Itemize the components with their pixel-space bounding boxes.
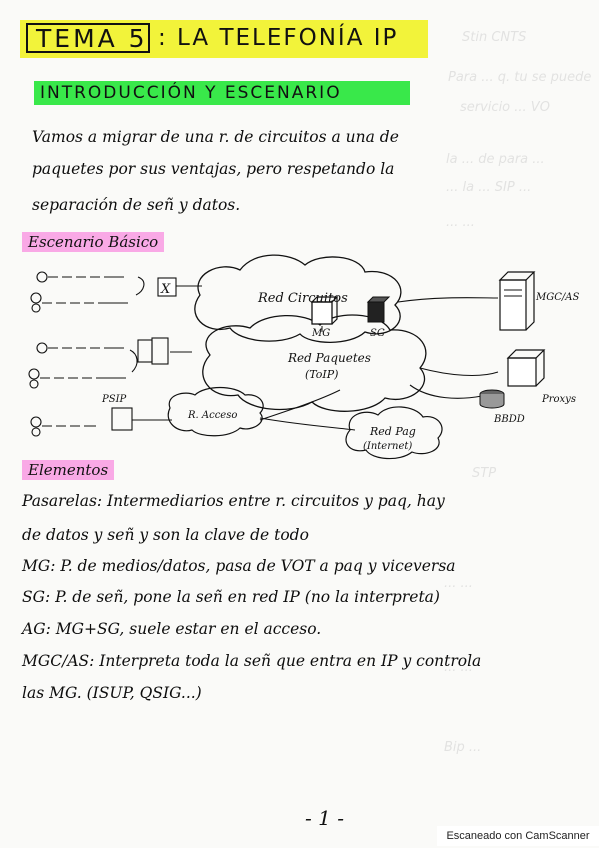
elementos-line: las MG. (ISUP, QSIG...) — [22, 684, 202, 702]
page-title: TEMA 5 : LA TELEFONÍA IP — [20, 20, 428, 58]
intro-line: separación de señ y datos. — [32, 196, 241, 214]
label-mgc: MGC/AS — [535, 292, 579, 303]
intro-line: paquetes por sus ventajas, pero respetan… — [32, 160, 395, 178]
section-subtitle: INTRODUCCIÓN Y ESCENARIO — [34, 81, 410, 105]
escenario-heading: Escenario Básico — [22, 232, 165, 252]
intro-line: Vamos a migrar de una r. de circuitos a … — [32, 128, 399, 146]
phone-group-1 — [30, 271, 177, 313]
phone-group-2 — [28, 337, 192, 389]
label-red-pag: Red Pag — [369, 425, 416, 438]
page-number: - 1 - — [305, 806, 344, 830]
cloud-red-circuitos — [194, 254, 402, 343]
elementos-line: SG: P. de señ, pone la señ en red IP (no… — [22, 588, 440, 606]
elementos-line: MG: P. de medios/datos, pasa de VOT a pa… — [22, 557, 456, 575]
label-sg: SG — [370, 328, 385, 339]
phone-psip — [30, 407, 172, 437]
label-proxys: Proxys — [541, 394, 576, 405]
label-red-circuitos: Red Circuitos — [257, 291, 348, 306]
title-text: : LA TELEFONÍA IP — [158, 25, 399, 51]
label-mg: MG — [311, 328, 330, 339]
mg-gateway-icon — [311, 301, 333, 325]
elementos-heading: Elementos — [22, 460, 115, 480]
cloud-red-pag — [345, 406, 443, 460]
proxys-server-icon — [507, 357, 537, 387]
network-diagram: Red Circuitos Red Paquetes (ToIP) R. Acc… — [28, 254, 579, 460]
mgc-server-icon — [499, 279, 527, 331]
elementos-line: Pasarelas: Intermediarios entre r. circu… — [22, 492, 445, 510]
x-mark: X — [160, 282, 171, 297]
scanner-watermark: Escaneado con CamScanner — [437, 826, 599, 846]
title-tema-box: TEMA 5 — [26, 23, 150, 53]
label-red-paquetes: Red Paquetes — [287, 351, 371, 365]
elementos-line: MGC/AS: Interpreta toda la señ que entra… — [22, 652, 482, 670]
label-red-acceso: R. Acceso — [187, 410, 237, 421]
cloud-red-acceso — [167, 386, 264, 437]
label-bbdd: BBDD — [493, 414, 525, 425]
label-red-paquetes-sub: (ToIP) — [305, 368, 338, 381]
sg-gateway-icon — [367, 301, 385, 323]
label-psip: PSIP — [101, 394, 127, 405]
label-red-pag-sub: (Internet) — [363, 441, 412, 452]
elementos-line: de datos y señ y son la clave de todo — [22, 526, 309, 544]
elementos-line: AG: MG+SG, suele estar en el acceso. — [22, 620, 322, 638]
